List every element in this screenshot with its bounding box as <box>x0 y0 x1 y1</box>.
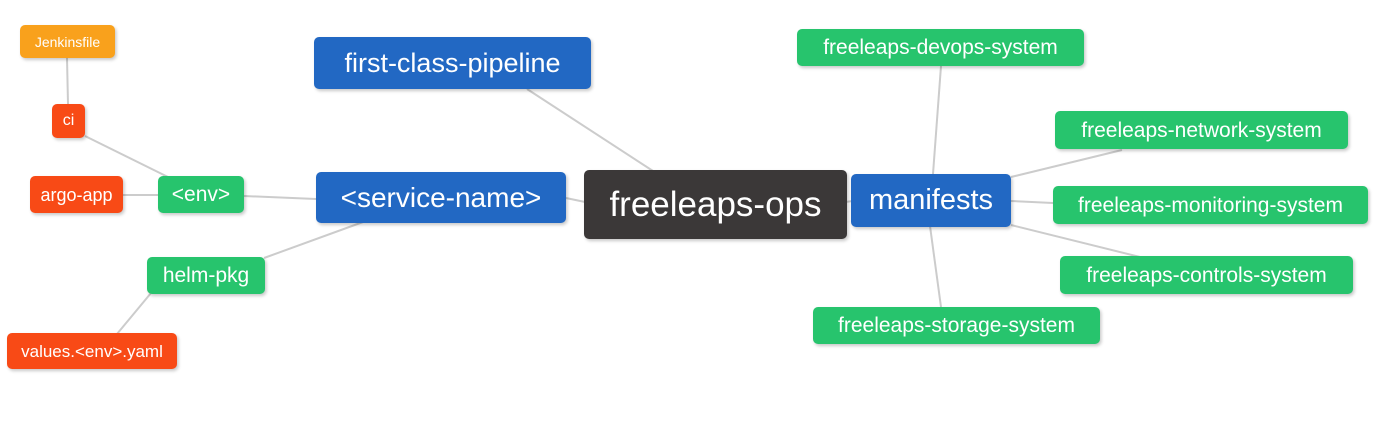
edge-helm-pkg-service-name <box>263 221 364 259</box>
node-freeleaps-ops[interactable]: freeleaps-ops <box>584 170 847 239</box>
node-jenkinsfile[interactable]: Jenkinsfile <box>20 25 115 58</box>
edge-manifests-storage-system <box>929 225 942 308</box>
node-manifests[interactable]: manifests <box>851 174 1011 227</box>
node-freeleaps-devops-system-label: freeleaps-devops-system <box>823 36 1058 59</box>
node-freeleaps-storage-system-label: freeleaps-storage-system <box>838 314 1075 337</box>
node-service-name[interactable]: <service-name> <box>316 172 566 223</box>
node-freeleaps-controls-system[interactable]: freeleaps-controls-system <box>1060 256 1353 294</box>
node-first-class-pipeline[interactable]: first-class-pipeline <box>314 37 591 89</box>
node-values-env-yaml-label: values.<env>.yaml <box>21 341 163 361</box>
node-helm-pkg[interactable]: helm-pkg <box>147 257 265 294</box>
edge-first-class-pipeline-freeleaps-ops <box>526 88 654 172</box>
node-freeleaps-network-system-label: freeleaps-network-system <box>1081 118 1322 142</box>
node-service-name-label: <service-name> <box>340 181 542 213</box>
edge-ci-env <box>84 135 171 179</box>
node-freeleaps-devops-system[interactable]: freeleaps-devops-system <box>797 29 1084 66</box>
edge-helm-pkg-values <box>116 292 152 335</box>
node-argo-app[interactable]: argo-app <box>30 176 123 213</box>
node-helm-pkg-label: helm-pkg <box>162 264 250 287</box>
edge-manifests-controls-system <box>1010 224 1141 258</box>
node-freeleaps-controls-system-label: freeleaps-controls-system <box>1086 263 1327 287</box>
node-argo-app-label: argo-app <box>40 184 113 205</box>
node-ci[interactable]: ci <box>52 104 85 138</box>
node-freeleaps-monitoring-system-label: freeleaps-monitoring-system <box>1078 193 1343 217</box>
node-first-class-pipeline-label: first-class-pipeline <box>344 47 561 78</box>
node-ci-label: ci <box>62 112 75 129</box>
node-freeleaps-monitoring-system[interactable]: freeleaps-monitoring-system <box>1053 186 1368 224</box>
edge-jenkinsfile-ci <box>66 57 69 105</box>
edge-manifests-monitoring-system <box>1010 200 1054 204</box>
edge-env-service-name <box>243 195 317 200</box>
node-env[interactable]: <env> <box>158 176 244 213</box>
node-freeleaps-network-system[interactable]: freeleaps-network-system <box>1055 111 1348 149</box>
edge-manifests-network-system <box>1010 149 1123 178</box>
edge-manifests-devops-system <box>932 65 942 175</box>
edge-service-name-freeleaps-ops <box>565 197 586 203</box>
node-env-label: <env> <box>171 183 231 206</box>
node-freeleaps-ops-label: freeleaps-ops <box>609 185 822 224</box>
node-values-env-yaml[interactable]: values.<env>.yaml <box>7 333 177 369</box>
node-jenkinsfile-label: Jenkinsfile <box>34 33 101 50</box>
node-freeleaps-storage-system[interactable]: freeleaps-storage-system <box>813 307 1100 344</box>
node-manifests-label: manifests <box>868 184 994 216</box>
